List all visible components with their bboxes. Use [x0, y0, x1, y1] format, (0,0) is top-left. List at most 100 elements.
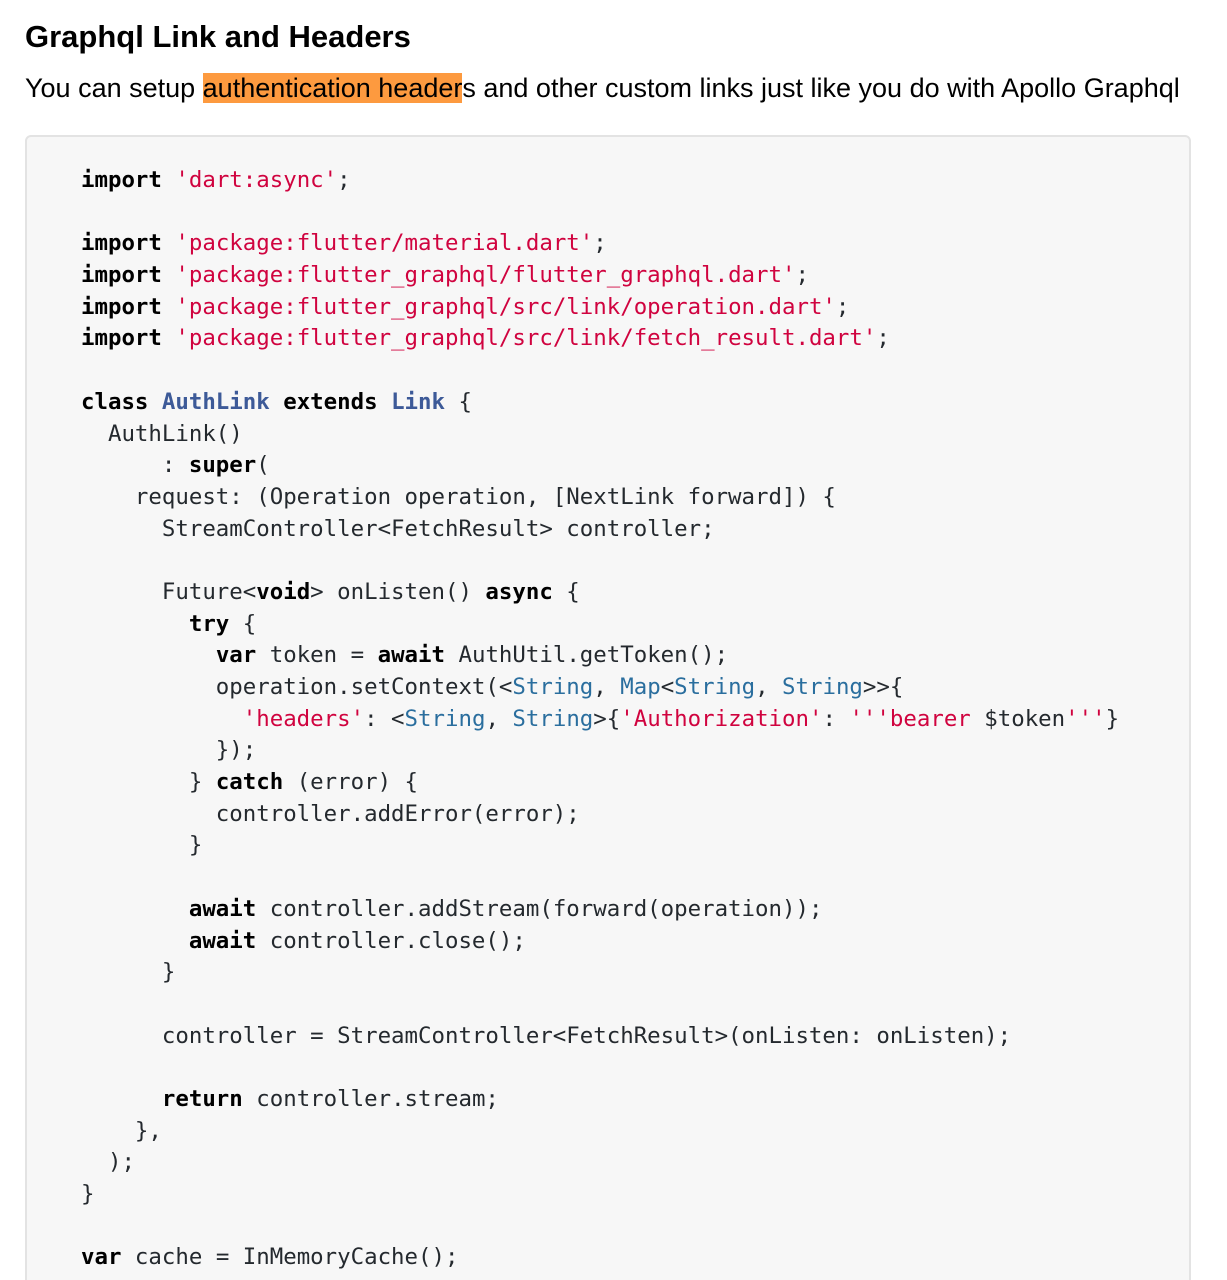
- code-text: :: [81, 452, 189, 479]
- code-text: },: [81, 1117, 162, 1144]
- code-line: : super(: [81, 450, 1119, 482]
- code-text: <: [660, 674, 675, 700]
- code-line: import 'package:flutter_graphql/src/link…: [81, 323, 1119, 355]
- code-text: ;: [593, 230, 607, 257]
- code-text: {: [445, 388, 472, 415]
- code-text: controller = StreamController<FetchResul…: [81, 1022, 1012, 1049]
- code-type: String: [512, 674, 594, 700]
- code-keyword: import: [81, 167, 162, 193]
- code-line: await controller.close();: [81, 926, 1119, 958]
- code-text: controller.close();: [256, 927, 526, 954]
- code-line: class AuthLink extends Link {: [81, 387, 1119, 419]
- code-text: ,: [485, 705, 513, 732]
- code-text: AuthUtil.getToken();: [445, 642, 729, 669]
- code-text: }: [81, 1181, 95, 1207]
- code-string: ''': [1065, 705, 1106, 732]
- code-keyword: import: [81, 230, 162, 257]
- code-text: [162, 325, 175, 351]
- code-keyword: var: [215, 642, 257, 669]
- code-string: '''bearer: [849, 705, 985, 732]
- code-line: [81, 989, 1119, 1021]
- code-line: }: [81, 957, 1119, 989]
- code-line: [81, 1052, 1119, 1084]
- code-line: });: [81, 735, 1119, 767]
- code-text: controller.addError(error);: [81, 800, 580, 827]
- code-type: Map: [620, 674, 661, 700]
- code-text: }: [81, 832, 203, 859]
- code-text: ;: [835, 293, 850, 320]
- code-keyword: super: [188, 452, 257, 479]
- code-keyword: try: [188, 610, 230, 637]
- code-keyword: async: [485, 578, 553, 605]
- code-line: operation.setContext(<String, Map<String…: [81, 672, 1119, 704]
- code-text: (: [256, 452, 270, 479]
- code-line: [81, 862, 1119, 894]
- code-text: [378, 389, 391, 415]
- code-text: }: [81, 769, 216, 796]
- code-line: controller.addError(error);: [81, 799, 1119, 831]
- code-keyword: class: [81, 388, 149, 415]
- code-string: 'headers': [242, 705, 365, 732]
- section-heading: Graphql Link and Headers: [25, 19, 411, 54]
- intro-paragraph: You can setup authentication headers and…: [25, 70, 1180, 106]
- code-text: ;: [876, 325, 890, 352]
- code-keyword: await: [188, 895, 257, 922]
- code-line: );: [81, 1147, 1119, 1179]
- code-line: import 'dart:async';: [81, 165, 1119, 197]
- code-keyword: extends: [283, 388, 378, 415]
- code-line: AuthLink(): [81, 419, 1119, 451]
- code-text: );: [81, 1149, 135, 1176]
- code-line: var token = await AuthUtil.getToken();: [81, 640, 1119, 672]
- code-text: Future<: [81, 578, 257, 605]
- code-keyword: return: [161, 1085, 243, 1112]
- code-text: >{: [593, 705, 621, 732]
- code-content[interactable]: import 'dart:async';import 'package:flut…: [81, 165, 1119, 1274]
- code-line: StreamController<FetchResult> controller…: [81, 514, 1119, 546]
- code-text: [81, 642, 216, 668]
- code-type: String: [512, 705, 594, 732]
- code-type: String: [782, 674, 863, 700]
- code-text: > onListen(): [310, 578, 486, 605]
- code-string: 'package:flutter_graphql/flutter_graphql…: [175, 262, 796, 289]
- code-text: }: [1105, 705, 1120, 732]
- code-text: [81, 1086, 162, 1112]
- code-string: 'package:flutter/material.dart': [175, 230, 594, 257]
- code-text: request: (Operation operation, [NextLink…: [81, 483, 836, 510]
- code-text: >>{: [862, 674, 904, 700]
- code-text: StreamController<FetchResult> controller…: [81, 515, 715, 542]
- code-text: [81, 896, 189, 922]
- code-keyword: import: [81, 325, 162, 352]
- code-keyword: var: [81, 1244, 122, 1271]
- code-text: [148, 389, 161, 415]
- code-type: String: [674, 674, 756, 700]
- code-text: token =: [256, 642, 378, 669]
- code-line: await controller.addStream(forward(opera…: [81, 894, 1119, 926]
- code-text: [162, 230, 175, 256]
- code-line: import 'package:flutter/material.dart';: [81, 228, 1119, 260]
- code-text: : <: [364, 705, 405, 732]
- code-block[interactable]: import 'dart:async';import 'package:flut…: [25, 135, 1191, 1280]
- code-line: import 'package:flutter_graphql/flutter_…: [81, 260, 1119, 292]
- code-line: [81, 197, 1119, 229]
- code-string: 'package:flutter_graphql/src/link/operat…: [175, 293, 836, 320]
- code-line: try {: [81, 609, 1119, 641]
- code-line: }: [81, 1179, 1119, 1211]
- code-text: [81, 611, 189, 637]
- code-line: var cache = InMemoryCache();: [81, 1242, 1119, 1274]
- code-string: 'Authorization': [620, 705, 823, 732]
- code-keyword: await: [188, 927, 257, 954]
- code-keyword: import: [81, 293, 162, 320]
- code-text: [162, 294, 175, 320]
- code-text: controller.stream;: [242, 1085, 499, 1112]
- code-text: ;: [795, 262, 809, 289]
- code-line: },: [81, 1116, 1119, 1148]
- code-text: {: [552, 578, 580, 605]
- code-text: [270, 389, 283, 415]
- highlighted-text[interactable]: authentication header: [202, 73, 463, 103]
- code-keyword: void: [256, 578, 311, 605]
- code-text: (error) {: [283, 769, 419, 796]
- code-text: [162, 262, 175, 288]
- code-line: [81, 1211, 1119, 1243]
- code-line: controller = StreamController<FetchResul…: [81, 1021, 1119, 1053]
- code-line: }: [81, 830, 1119, 862]
